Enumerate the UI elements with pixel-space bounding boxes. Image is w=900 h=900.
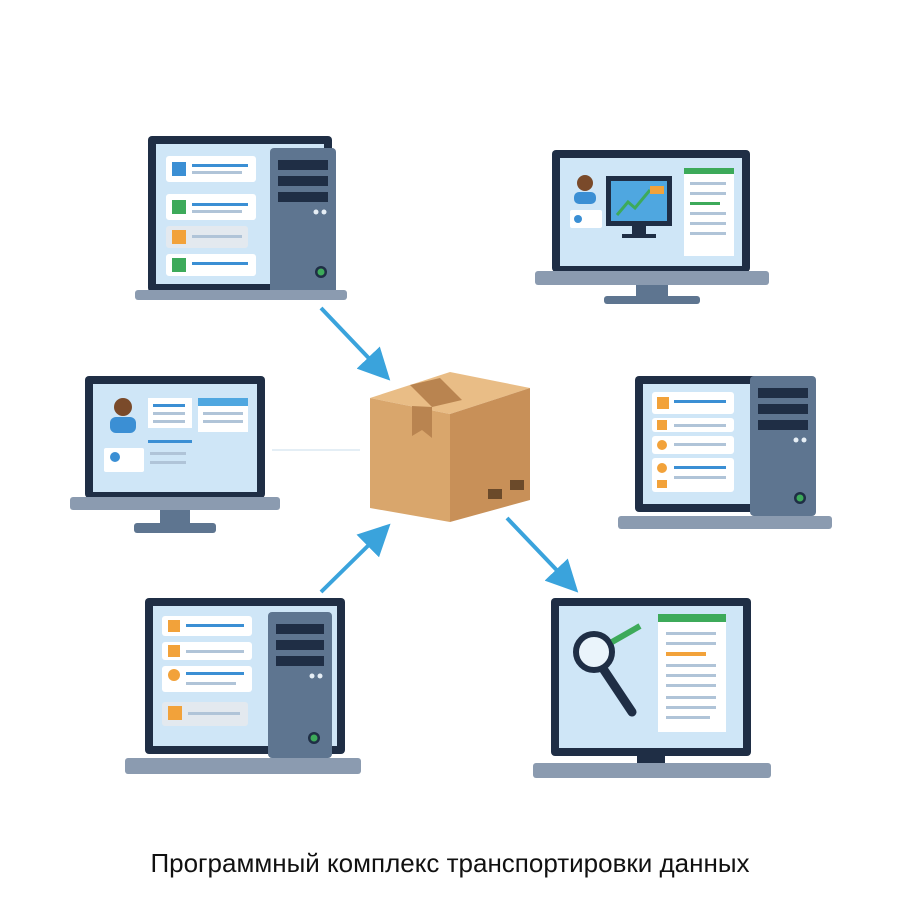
workstation-middle-right	[618, 376, 832, 529]
tower-case	[268, 612, 332, 758]
tower-case	[270, 148, 336, 294]
diagram-caption: Программный комплекс транспортировки дан…	[150, 848, 750, 878]
magnifier-icon	[573, 623, 642, 717]
workstation-bottom-right	[533, 598, 771, 778]
workstation-top-right	[535, 150, 769, 304]
arrow-top-left-to-box	[319, 306, 391, 381]
package-box-icon	[370, 372, 530, 522]
workstation-top-left	[135, 136, 347, 300]
workstation-bottom-left	[125, 598, 361, 774]
workstation-middle-left	[70, 376, 280, 533]
tower-case	[750, 376, 816, 516]
arrow-bottom-left-to-box	[319, 523, 391, 594]
arrow-box-to-bottom-right	[505, 516, 579, 593]
list-panel	[166, 156, 256, 276]
